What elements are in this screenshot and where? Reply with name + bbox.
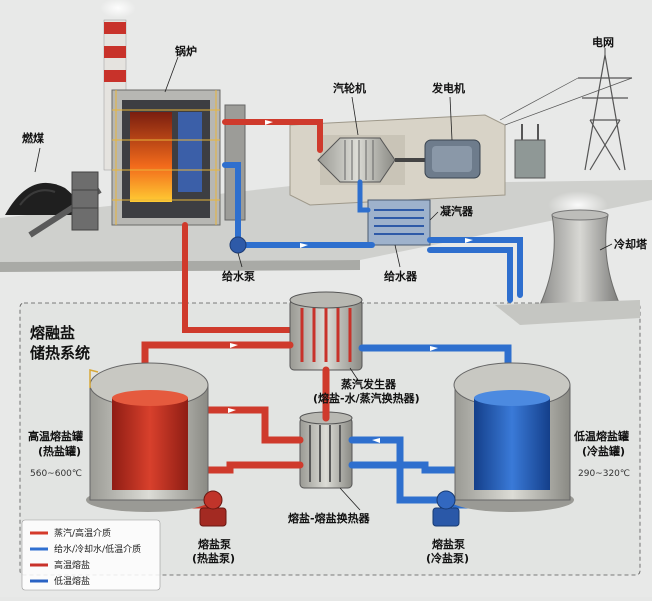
condenser — [367, 199, 431, 246]
leader-lines — [34, 48, 613, 511]
legend-item-3: 低温熔盐 — [54, 575, 90, 587]
label-hot-pump-sub: (热盐泵) — [192, 551, 235, 565]
label-boiler: 锅炉 — [175, 44, 197, 58]
flow-arrows — [228, 120, 473, 443]
label-cold-temp: 290~320℃ — [578, 469, 630, 479]
label-generator: 发电机 — [431, 81, 465, 95]
legend-item-1: 给水/冷却水/低温介质 — [54, 543, 141, 555]
label-condenser: 凝汽器 — [440, 204, 474, 218]
boiler — [111, 89, 246, 226]
label-cold-tank-sub: (冷盐罐) — [582, 444, 625, 458]
steam-pipes-upper — [182, 119, 523, 333]
label-coal: 燃煤 — [21, 131, 45, 145]
label-hot-tank-sub: (热盐罐) — [38, 444, 81, 458]
coal-pile — [5, 182, 85, 215]
label-cold-pump-sub: (冷盐泵) — [426, 551, 469, 565]
hot-salt-tank — [86, 362, 210, 512]
cold-salt-pump — [432, 490, 460, 527]
label-hot-tank: 高温熔盐罐 — [28, 429, 83, 443]
coal-conveyor — [28, 171, 102, 238]
label-hot-temp: 560~600℃ — [30, 469, 82, 479]
label-feed-water: 给水器 — [384, 269, 418, 283]
legend-item-0: 蒸汽/高温介质 — [54, 527, 111, 539]
system-title-line2: 储热系统 — [30, 344, 90, 362]
steam-turbine — [317, 137, 425, 183]
label-feed-pump: 给水泵 — [222, 269, 255, 283]
label-grid: 电网 — [592, 35, 614, 49]
label-salt-hx: 熔盐-熔盐换热器 — [288, 511, 371, 525]
label-steam-generator: 蒸汽发生器 — [341, 377, 397, 391]
label-turbine: 汽轮机 — [333, 81, 366, 95]
grid-tower — [499, 54, 633, 171]
generator — [424, 139, 481, 179]
label-cold-pump: 熔盐泵 — [432, 537, 465, 551]
label-cooling-tower: 冷却塔 — [614, 237, 648, 251]
cooling-tower — [495, 191, 640, 325]
legend: 蒸汽/高温介质 给水/冷却水/低温介质 高温熔盐 低温熔盐 — [21, 519, 161, 591]
label-cold-tank: 低温熔盐罐 — [573, 429, 629, 443]
legend-item-2: 高温熔盐 — [54, 559, 90, 571]
legend-box — [21, 519, 161, 591]
salt-heat-exchanger — [299, 411, 353, 489]
system-title-line1: 熔融盐 — [30, 324, 75, 342]
hot-salt-pump — [199, 490, 227, 527]
label-hot-pump: 熔盐泵 — [198, 537, 231, 551]
feed-water-pump — [229, 236, 247, 254]
steam-generator — [289, 291, 363, 371]
label-steam-generator-sub: (熔盐-水/蒸汽换热器) — [313, 391, 420, 405]
transformer — [514, 124, 546, 179]
cold-salt-tank — [450, 362, 574, 512]
